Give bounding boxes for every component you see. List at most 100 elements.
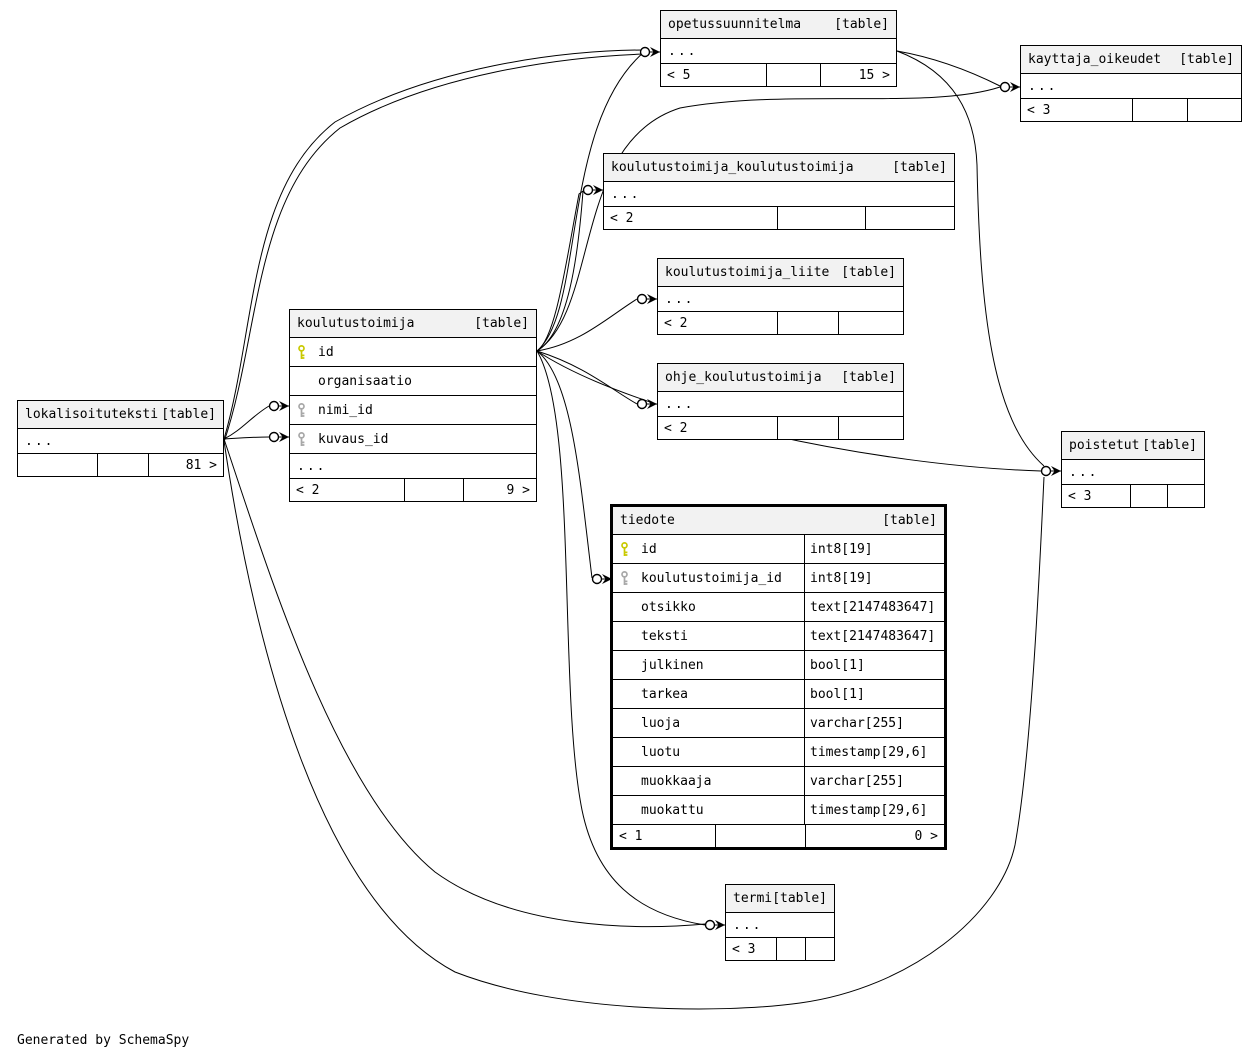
column-row-id: id <box>290 338 536 367</box>
table-footer: 81 > <box>18 454 223 476</box>
table-type-label: [table] <box>892 160 947 175</box>
footer-mid-cell <box>778 207 866 229</box>
relationship-edge-lokalisoituteksti-to-koulutustoimija.nimi_id <box>223 405 270 440</box>
fk-connector-koulutustoimija.kuvaus_id <box>268 431 289 443</box>
column-name: id <box>318 344 334 360</box>
table-box-koulutustoimija[interactable]: koulutustoimija [table] id organisaatio nimi… <box>289 309 537 502</box>
footer-mid-cell <box>1131 485 1168 507</box>
table-type-label: [table] <box>1179 52 1234 67</box>
table-footer: < 2 <box>658 417 903 439</box>
table-type-label: [table] <box>841 265 896 280</box>
footer-child-count <box>1168 485 1204 507</box>
column-type: timestamp[29,6] <box>804 738 944 766</box>
table-footer: < 3 <box>1021 99 1241 121</box>
collapsed-columns-ellipsis: ... <box>658 392 903 417</box>
table-title: termi <box>733 891 773 906</box>
footer-child-count <box>806 938 834 960</box>
column-name: luoja <box>641 715 681 731</box>
column-row-tarkea: tarkea bool[1] <box>613 680 944 709</box>
column-name: tarkea <box>641 686 688 702</box>
table-type-label: [table] <box>772 891 827 906</box>
fk-connector-ohje_koulutustoimija <box>636 398 657 410</box>
relationship-edge-opetussuunnitelma-to-kayttaja_oikeudet <box>896 50 1001 87</box>
collapsed-columns-ellipsis: ... <box>18 429 223 454</box>
relationship-edge-koulutustoimija-to-ohje_koulutustoimija <box>536 350 638 405</box>
relationship-edge-koulutustoimija-to-termi <box>536 350 706 926</box>
footer-mid-cell <box>716 825 806 847</box>
table-footer: < 1 0 > <box>613 825 944 847</box>
primary-key-icon <box>290 344 318 360</box>
column-name: koulutustoimija_id <box>641 570 782 586</box>
column-row-julkinen: julkinen bool[1] <box>613 651 944 680</box>
column-type: text[2147483647] <box>804 622 944 650</box>
table-box-poistetut[interactable]: poistetut[table]...< 3 <box>1061 431 1205 508</box>
footer-mid-cell <box>1133 99 1188 121</box>
fk-connector-tiedote.koulutustoimija_id <box>591 573 612 585</box>
table-title: koulutustoimija <box>297 316 415 331</box>
column-name: kuvaus_id <box>318 431 389 447</box>
column-type: bool[1] <box>804 680 944 708</box>
table-header: koulutustoimija_koulutustoimija[table] <box>604 154 954 182</box>
footer-child-count <box>839 312 903 334</box>
table-box-koulutustoimija_liite[interactable]: koulutustoimija_liite [table]...< 2 <box>657 258 904 335</box>
footer-mid-cell <box>98 454 149 476</box>
table-title: lokalisoituteksti <box>25 407 159 422</box>
column-type: int8[19] <box>804 535 944 563</box>
table-box-kayttaja_oikeudet[interactable]: kayttaja_oikeudet[table]...< 3 <box>1020 45 1242 122</box>
column-name: muokattu <box>641 802 704 818</box>
footer-child-count: 15 > <box>858 67 890 83</box>
relationship-edge-lokalisoituteksti-to-opetussuunnitelma <box>223 49 645 440</box>
foreign-key-icon <box>290 402 318 418</box>
footer-mid-cell <box>767 64 821 86</box>
column-name: organisaatio <box>318 373 412 389</box>
column-name: id <box>641 541 657 557</box>
table-title: kayttaja_oikeudet <box>1028 52 1162 67</box>
table-header: koulutustoimija [table] <box>290 310 536 338</box>
table-type-label: [table] <box>161 407 216 422</box>
column-type: timestamp[29,6] <box>804 796 944 824</box>
table-box-lokalisoituteksti[interactable]: lokalisoituteksti[table]...81 > <box>17 400 224 477</box>
table-box-termi[interactable]: termi[table]...< 3 <box>725 884 835 961</box>
table-type-label: [table] <box>1142 438 1197 453</box>
column-row-muokattu: muokattu timestamp[29,6] <box>613 796 944 825</box>
footer-parent-count: < 2 <box>658 417 778 439</box>
table-footer: < 2 <box>658 312 903 334</box>
table-type-label: [table] <box>841 370 896 385</box>
footer-parent-count: < 3 <box>1021 99 1133 121</box>
table-type-label: [table] <box>834 17 889 32</box>
column-name: nimi_id <box>318 402 373 418</box>
footer-mid-cell <box>778 312 839 334</box>
fk-connector-poistetut <box>1040 465 1061 477</box>
footer-child-count: 0 > <box>914 828 938 844</box>
table-box-koulutustoimija_koulutustoimija[interactable]: koulutustoimija_koulutustoimija[table]..… <box>603 153 955 230</box>
collapsed-columns-ellipsis: ... <box>1062 460 1204 485</box>
column-name: teksti <box>641 628 688 644</box>
collapsed-columns-ellipsis: ... <box>658 287 903 312</box>
relationship-edge-lokalisoituteksti-to-termi <box>223 438 706 928</box>
footer-child-count <box>866 207 954 229</box>
column-type: bool[1] <box>804 651 944 679</box>
relationship-edge-koulutustoimija-to-opetussuunnitelma <box>536 51 645 352</box>
footer-mid-cell <box>778 417 839 439</box>
collapsed-columns-ellipsis: ... <box>290 454 536 479</box>
collapsed-columns-ellipsis: ... <box>726 913 834 938</box>
table-title: koulutustoimija_liite <box>665 265 830 280</box>
relationship-edge-lokalisoituteksti-to-opetussuunnitelma <box>223 53 645 443</box>
footer-child-count <box>839 417 903 439</box>
column-name: luotu <box>641 744 681 760</box>
fk-connector-termi <box>704 919 725 931</box>
table-type-label: [table] <box>474 316 529 331</box>
footer-parent-count: < 1 <box>613 825 716 847</box>
column-name: muokkaaja <box>641 773 712 789</box>
column-name: julkinen <box>641 657 704 673</box>
table-box-ohje_koulutustoimija[interactable]: ohje_koulutustoimija[table]...< 2 <box>657 363 904 440</box>
table-header: kayttaja_oikeudet [table] <box>1021 46 1241 74</box>
